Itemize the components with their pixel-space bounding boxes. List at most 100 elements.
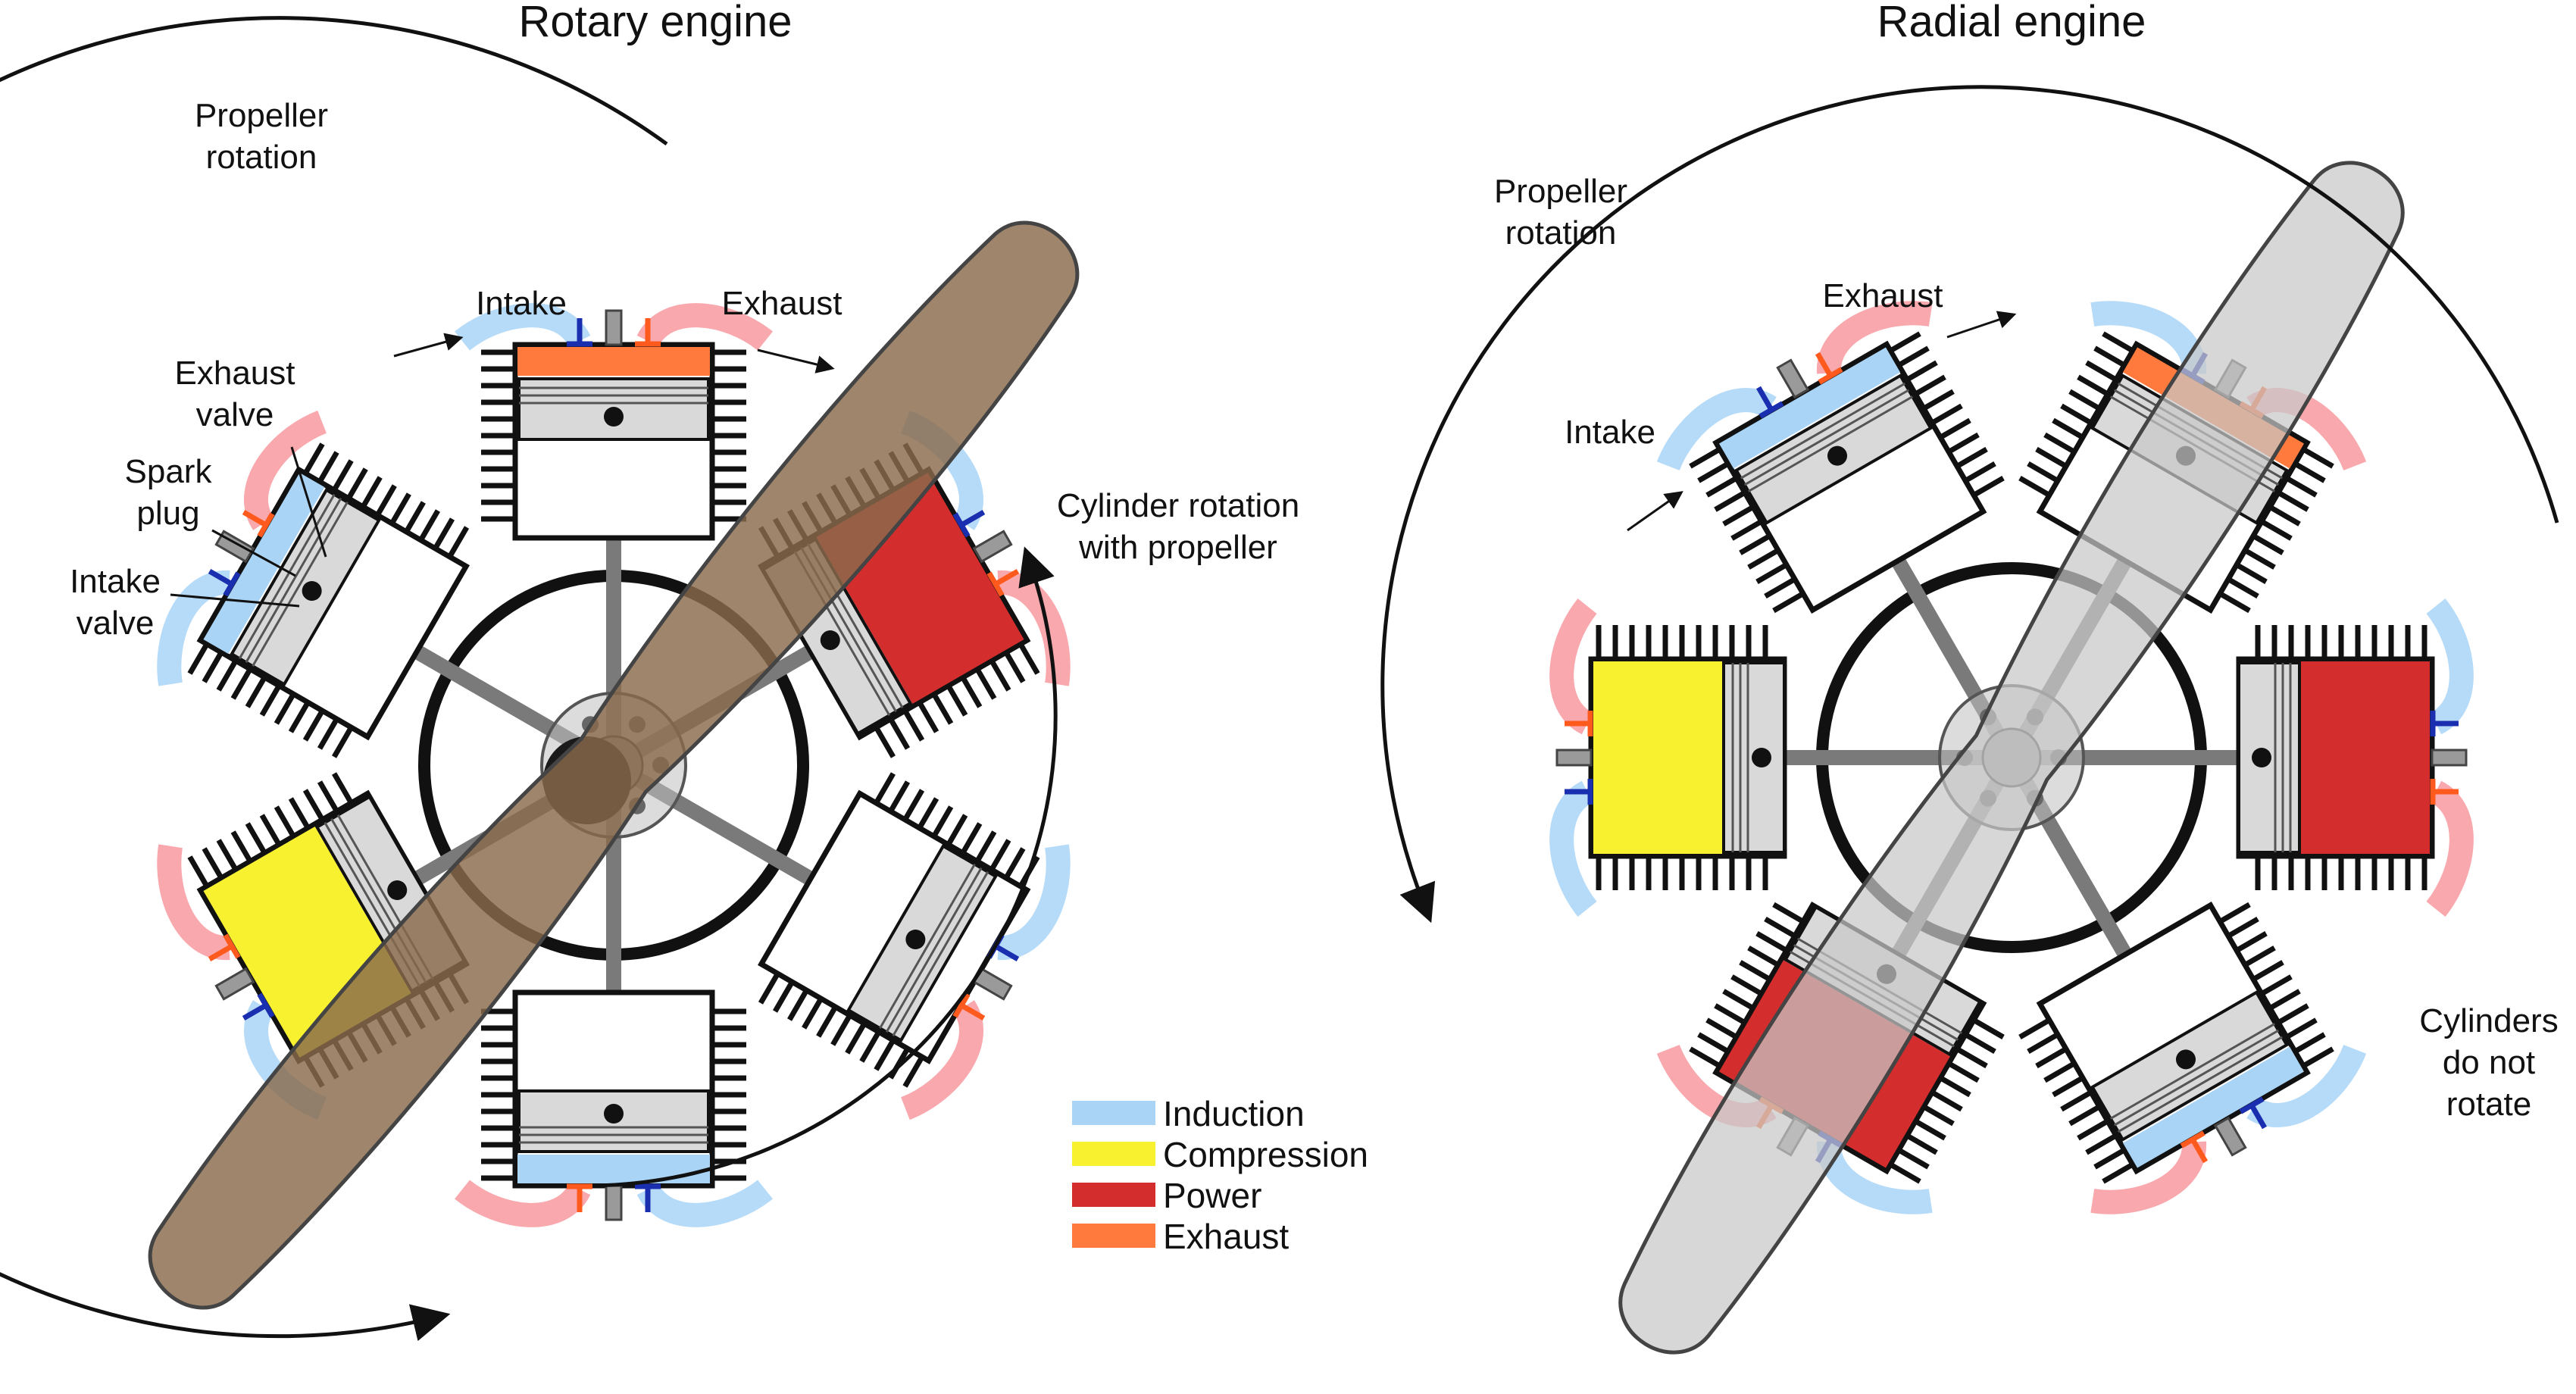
exhaust-pipe [636,303,773,351]
svg-text:do not: do not [2443,1044,2535,1081]
svg-text:rotation: rotation [206,139,317,176]
chamber-induction [203,473,325,654]
exhaust-valve-label: Exhaust valve [175,355,295,433]
left-propeller-rotation-label: Propeller rotation [195,97,328,176]
cylinder-rotation-label: Cylinder rotation with propeller [1057,487,1299,566]
svg-text:Exhaust: Exhaust [175,355,295,392]
radial-engine-title: Radial engine [1877,0,2146,46]
chamber-exhaust [517,347,710,376]
radial-engine [1549,161,2474,1355]
cooling-fins [1689,331,2005,614]
cooling-fins [2018,902,2334,1184]
cooling-fins [481,1008,746,1181]
intake-valve [2239,1096,2268,1130]
exhaust-valve [567,1183,592,1212]
exhaust-pipe [244,410,327,530]
exhaust-pipe [2090,1141,2207,1214]
cylinders-do-not-rotate-label: Cylinders do not rotate [2419,1002,2558,1123]
cooling-fins [481,349,746,522]
right-exhaust-label: Exhaust [1823,277,1943,314]
cooling-fins [1689,902,2005,1184]
cylinder-4 [2005,754,2367,1214]
svg-text:Propeller: Propeller [195,97,328,134]
intake-valve [242,992,275,1021]
exhaust-valve [986,568,1020,597]
legend-swatch-power [1072,1183,1155,1207]
exhaust-valve [635,318,661,347]
rotary-engine-title: Rotary engine [518,0,792,46]
intake-pipe [997,844,1071,961]
cooling-fins [187,442,470,758]
intake-valve [952,509,986,538]
exhaust-pipe [1816,301,1933,374]
cooling-fins [2255,625,2428,890]
chamber-compression [1593,661,1722,854]
intake-pipe [2246,1044,2367,1127]
exhaust-valve [952,992,986,1021]
wrist-pin [302,581,322,601]
svg-text:Cylinders: Cylinders [2419,1002,2558,1039]
intake-valve [635,1183,661,1212]
exhaust-valve [242,509,275,538]
chamber-induction [2123,1046,2304,1168]
exhaust-valve [2180,1130,2209,1164]
intake-valve [567,318,592,347]
cooling-fins [758,772,1040,1088]
spark-plug [605,309,623,346]
svg-text:Intake: Intake [70,563,161,600]
cylinder-1 [1656,301,2018,761]
chamber-induction [1719,347,1900,469]
cooling-fins [2018,331,2334,614]
svg-text:valve: valve [196,396,274,433]
propeller-blade [148,220,1080,1310]
svg-text:Propeller: Propeller [1494,173,1627,210]
wrist-pin [820,630,840,650]
svg-text:Spark: Spark [125,453,213,490]
wrist-pin [604,407,624,427]
spark-plug [2213,1116,2247,1157]
cylinder-rotation-arrow [594,546,1058,1188]
legend: Induction Compression Power Exhaust [1072,1094,1368,1256]
cylinder-3 [2012,599,2474,917]
propeller-blade [1618,161,2405,1355]
propeller-rotation-arrow-right [1380,85,2559,924]
legend-swatch-compression [1072,1142,1155,1166]
spark-plug [1776,358,1810,399]
cylinder-6 [1549,599,2012,917]
cylinder-barrel [512,342,715,541]
intake-pipe [1656,388,1777,471]
exhaust-valve [1815,352,1843,385]
intake-pipe [2426,599,2474,735]
intake-pipe [1549,780,1597,917]
spark-plug-leader [211,529,296,577]
spark-plug [2431,749,2468,767]
chamber-induction [517,1155,710,1183]
cooling-fins [1596,625,1768,890]
spark-plug [605,1184,623,1221]
intake-pipe [455,303,591,351]
intake-flow-arrow-right [1627,491,1683,532]
exhaust-valve [1565,711,1593,736]
wrist-pin [2252,748,2271,767]
legend-label-compression: Compression [1163,1135,1368,1174]
right-intake-label: Intake [1565,414,1655,451]
wrist-pin [905,930,926,949]
spark-plug [972,530,1013,564]
left-exhaust-label: Exhaust [722,285,843,322]
exhaust-pipe [900,1000,983,1121]
legend-swatch-induction [1072,1101,1155,1125]
legend-label-induction: Induction [1163,1094,1305,1133]
legend-swatch-exhaust [1072,1224,1155,1248]
right-propeller-rotation-label: Propeller rotation [1494,173,1627,252]
intake-pipe [636,1180,773,1227]
intake-valve [1565,779,1593,805]
intake-valve-label: Intake valve [70,563,161,642]
cylinder-4 [455,765,773,1227]
left-intake-label: Intake [476,285,567,322]
exhaust-pipe [1549,599,1597,735]
cylinder-6 [157,410,617,772]
wrist-pin [604,1104,624,1124]
propeller [148,220,1080,1310]
legend-label-power: Power [1163,1176,1261,1215]
spark-plug [1555,749,1593,767]
